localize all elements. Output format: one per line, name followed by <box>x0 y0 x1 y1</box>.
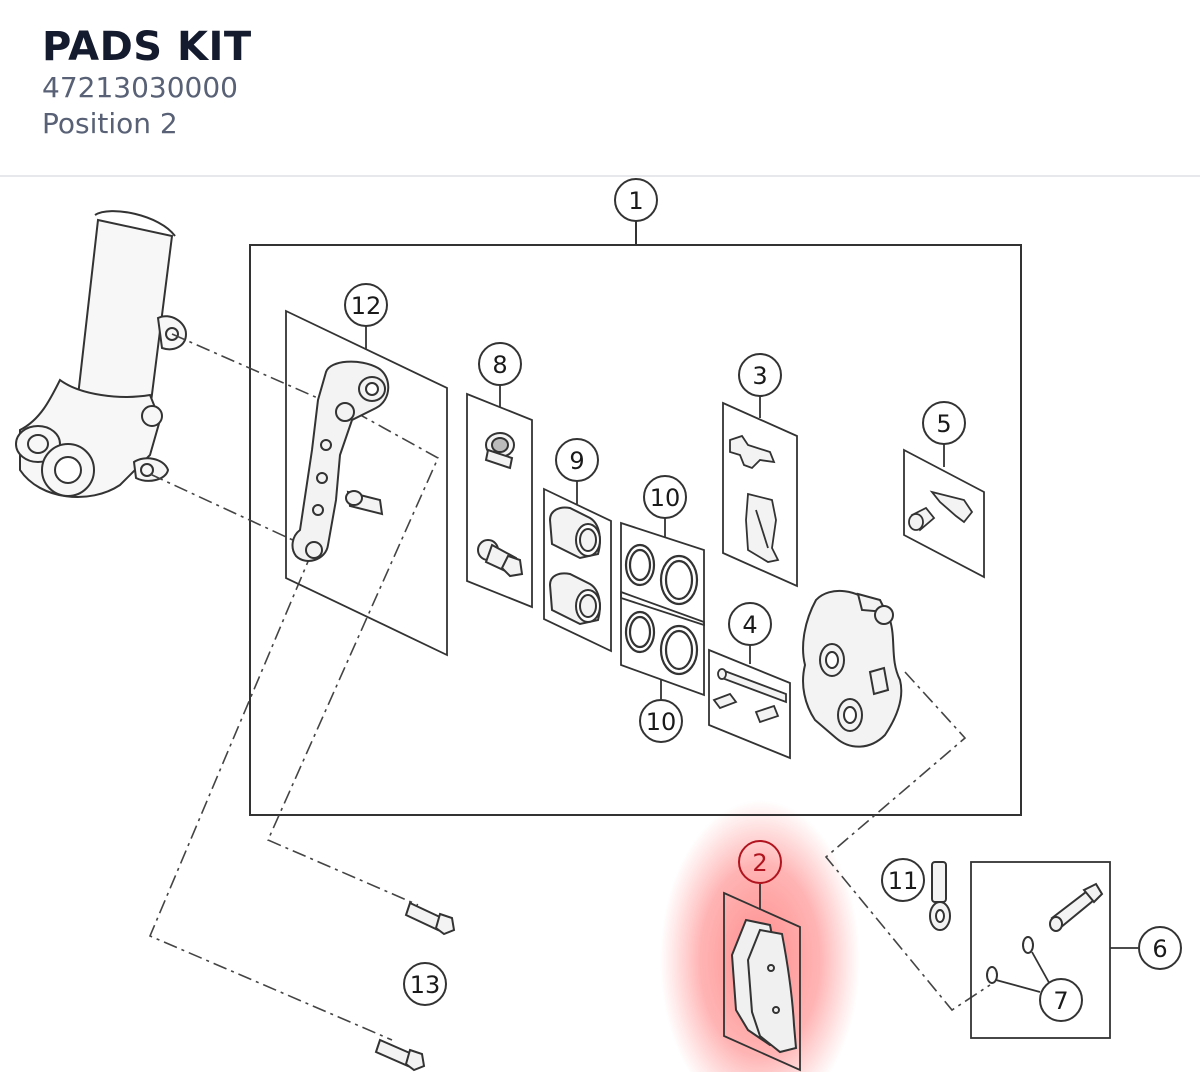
caliper-body <box>802 589 903 748</box>
svg-text:8: 8 <box>492 351 507 379</box>
dashdot-leaders <box>148 333 991 1041</box>
callout-1[interactable]: 1 <box>614 178 658 222</box>
svg-text:4: 4 <box>742 611 757 639</box>
kit-frame-10b <box>620 590 705 697</box>
kit-frame-3 <box>722 401 798 588</box>
svg-text:12: 12 <box>351 292 382 320</box>
callout-7[interactable]: 7 <box>1039 978 1083 1022</box>
kit-frame-9 <box>543 487 612 653</box>
kit-frame-8 <box>466 392 533 609</box>
bleed-screw-parts <box>908 490 974 532</box>
callout-11[interactable]: 11 <box>881 858 925 902</box>
callout-13[interactable]: 13 <box>403 962 447 1006</box>
bracket-screws <box>374 901 456 1072</box>
svg-text:6: 6 <box>1152 935 1167 963</box>
callout-9[interactable]: 9 <box>555 438 599 482</box>
kit-frame-6 <box>970 861 1111 1039</box>
callout-10-upper[interactable]: 10 <box>643 475 687 519</box>
callout-8[interactable]: 8 <box>478 342 522 386</box>
callout-3[interactable]: 3 <box>738 353 782 397</box>
fork-leg-illustration <box>15 210 188 498</box>
pistons <box>548 506 601 626</box>
kit-frame-12 <box>285 309 448 657</box>
svg-text:9: 9 <box>569 447 584 475</box>
svg-text:10: 10 <box>650 484 681 512</box>
callout-2-highlighted[interactable]: 2 <box>738 840 782 884</box>
position-label: Position 2 <box>42 107 178 140</box>
svg-text:3: 3 <box>752 362 767 390</box>
header: PADS KIT 47213030000 Position 2 <box>42 24 252 142</box>
part-number: 47213030000 <box>42 71 238 104</box>
svg-text:11: 11 <box>888 867 919 895</box>
seals-lower <box>624 610 699 676</box>
bleeder-and-pin-parts <box>477 432 524 578</box>
svg-text:5: 5 <box>936 410 951 438</box>
callout-4[interactable]: 4 <box>728 602 772 646</box>
bolt-and-washers <box>986 882 1104 984</box>
header-divider <box>0 175 1200 177</box>
svg-text:1: 1 <box>628 187 643 215</box>
svg-text:13: 13 <box>410 971 441 999</box>
seals-upper <box>624 543 699 606</box>
callout-6[interactable]: 6 <box>1138 926 1182 970</box>
brake-pads <box>730 918 798 1054</box>
caliper-bracket <box>291 360 390 562</box>
callout-12[interactable]: 12 <box>344 283 388 327</box>
svg-text:7: 7 <box>1053 987 1068 1015</box>
banjo-bolt <box>929 861 951 931</box>
callout-10-lower[interactable]: 10 <box>639 699 683 743</box>
pad-spring-clips <box>729 434 780 563</box>
kit-frame-2 <box>723 891 801 1072</box>
callout-5[interactable]: 5 <box>922 401 966 445</box>
kit-frame-4 <box>708 648 791 760</box>
pad-pin-parts <box>712 668 787 724</box>
leader-7 <box>995 951 1053 993</box>
svg-text:2: 2 <box>752 849 767 877</box>
svg-text:10: 10 <box>646 708 677 736</box>
page-title: PADS KIT <box>42 24 252 70</box>
kit-frame-5 <box>903 448 985 579</box>
